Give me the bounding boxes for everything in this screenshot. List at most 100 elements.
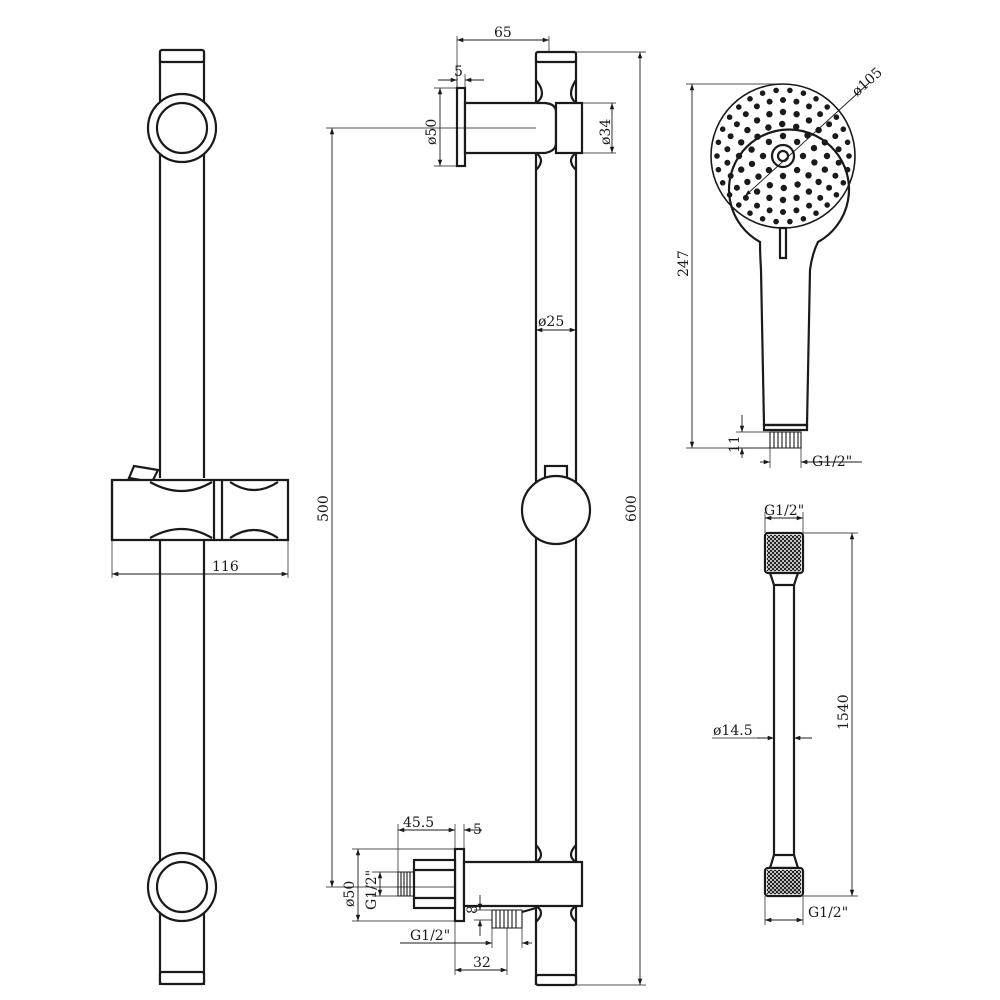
- bracket-arm-diameter-label: ø34: [598, 119, 614, 145]
- nozzle: [766, 98, 773, 105]
- nozzle: [736, 104, 742, 110]
- nozzle: [753, 103, 760, 110]
- outlet-spacing-label: 32: [473, 955, 491, 971]
- nozzle: [719, 180, 726, 186]
- nozzle: [806, 202, 813, 209]
- nozzle: [813, 210, 819, 216]
- nozzle: [738, 166, 745, 173]
- nozzle: [727, 133, 734, 140]
- nozzle: [823, 152, 831, 160]
- nozzle: [754, 202, 760, 209]
- rail-diameter-label: ø25: [538, 314, 564, 330]
- knurl-line: [790, 534, 802, 546]
- knurl-line: [794, 534, 802, 542]
- head-thread-label: G1/2": [812, 454, 852, 470]
- knurl-line: [782, 875, 802, 895]
- nozzle: [835, 146, 842, 153]
- nozzle: [824, 104, 830, 110]
- nozzle: [766, 207, 773, 214]
- nozzle: [780, 97, 786, 103]
- nozzle: [813, 96, 819, 102]
- nozzle: [779, 120, 786, 128]
- side-rail-bottom-cap: [534, 973, 578, 987]
- knurl-line: [778, 548, 802, 572]
- slider-ring: [520, 474, 592, 546]
- knurl-line: [790, 560, 802, 572]
- nozzle: [835, 159, 842, 166]
- nozzle: [800, 216, 807, 222]
- nozzle: [793, 111, 800, 118]
- nozzle: [759, 152, 767, 160]
- nozzle: [793, 98, 800, 105]
- nozzle: [742, 194, 749, 201]
- nozzle: [753, 117, 761, 124]
- nozzle: [759, 90, 766, 96]
- nozzle: [747, 210, 753, 216]
- nozzle: [821, 166, 828, 173]
- nozzle: [793, 138, 801, 146]
- nozzle: [747, 96, 753, 102]
- nozzle: [811, 159, 818, 166]
- nozzle: [715, 139, 722, 146]
- thread-length-label: 11: [727, 435, 743, 453]
- top-bracket-plate: [455, 86, 467, 168]
- shower-hose: G1/2" ø14.5 1540 G1/2": [712, 503, 858, 925]
- mount-spacing-label: 500: [316, 495, 332, 522]
- nozzle: [724, 159, 731, 166]
- inlet-plate-diameter-label: ø50: [342, 881, 358, 907]
- nozzle: [780, 184, 787, 192]
- nozzle: [793, 207, 800, 214]
- nozzle: [714, 153, 720, 159]
- nozzle: [826, 184, 833, 191]
- hose-body: [772, 585, 796, 855]
- knurl-line: [782, 534, 802, 554]
- nozzle: [815, 178, 822, 186]
- nozzle: [742, 111, 749, 118]
- nozzle: [736, 202, 742, 208]
- nozzle: [833, 192, 840, 198]
- knurl-line: [786, 879, 802, 895]
- inlet-nut: [412, 858, 457, 910]
- bottom-bracket-plate: [453, 847, 466, 923]
- mode-switch: [778, 226, 788, 260]
- bar-width-label: 116: [212, 559, 239, 575]
- nozzle: [773, 218, 779, 225]
- nozzle: [805, 117, 813, 124]
- nozzle: [840, 126, 847, 132]
- nozzle: [773, 87, 779, 94]
- nozzle: [805, 172, 812, 179]
- side-view: 65 5 ø50 ø34 ø25 500 600 45.5 5: [316, 25, 646, 987]
- nozzle: [794, 181, 801, 188]
- nozzle: [735, 152, 743, 160]
- nozzle: [779, 108, 787, 116]
- knurl-line: [786, 534, 802, 550]
- shower-thread: [769, 431, 802, 449]
- nozzle: [724, 146, 731, 153]
- nozzle: [793, 123, 800, 130]
- nozzle: [810, 144, 818, 152]
- nozzle: [793, 166, 801, 174]
- knurl-line: [786, 556, 802, 572]
- inlet-depth-label: 45.5: [403, 815, 434, 831]
- bracket-offset-label: 65: [494, 25, 512, 41]
- nozzle: [806, 103, 812, 110]
- hose-length-label: 1540: [836, 694, 852, 730]
- nozzle: [755, 173, 762, 180]
- outlet-thread: [491, 909, 523, 929]
- nozzle: [726, 114, 733, 120]
- nozzle: [824, 202, 830, 208]
- nozzle: [766, 194, 773, 201]
- nozzle: [744, 126, 751, 134]
- head-diameter-label: ø105: [849, 65, 886, 100]
- knurl-line: [770, 534, 802, 566]
- nozzle: [748, 146, 755, 153]
- nozzle: [754, 133, 761, 140]
- front-rail-top-cap: [158, 48, 206, 64]
- outlet-thread-label: G1/2": [410, 928, 450, 944]
- nozzle: [766, 111, 773, 118]
- nozzle: [787, 87, 793, 94]
- front-slider: [110, 464, 290, 542]
- inlet-plate-thickness-label: 5: [473, 822, 482, 838]
- nozzle: [846, 153, 852, 159]
